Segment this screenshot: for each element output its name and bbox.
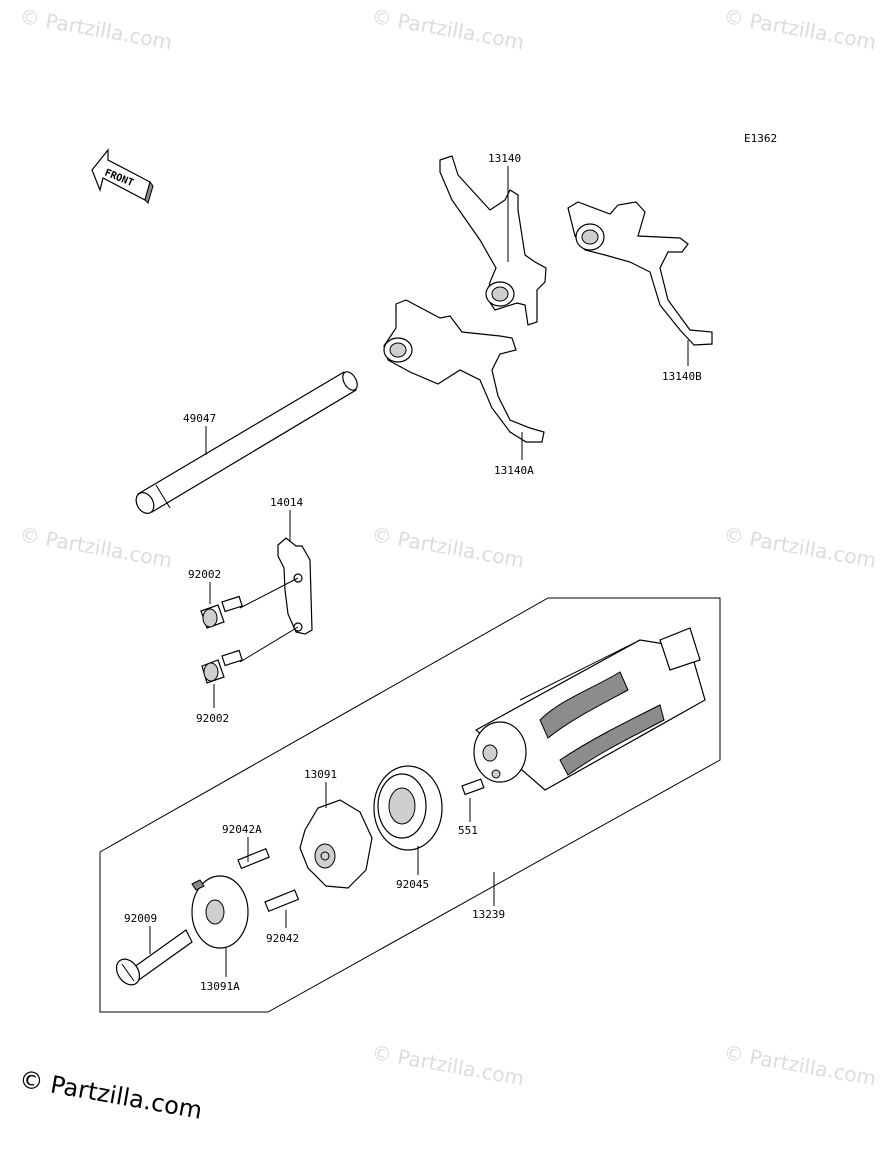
diagram-code: E1362 [744, 132, 777, 145]
shift-fork-13140[interactable] [439, 155, 547, 326]
plate-14014[interactable] [277, 537, 313, 635]
plate-13091A[interactable] [191, 875, 249, 949]
callout-551: 551 [458, 824, 478, 837]
leader-lines [149, 166, 689, 977]
screw-92009[interactable] [112, 929, 193, 989]
callout-13140B: 13140B [662, 370, 702, 383]
callout-49047: 49047 [183, 412, 216, 425]
callout-92045: 92045 [396, 878, 429, 891]
front-arrow-icon: FRONT [91, 148, 154, 204]
callout-92002-top: 92002 [188, 568, 221, 581]
callout-13140A: 13140A [494, 464, 534, 477]
shift-fork-13140B[interactable] [567, 201, 713, 346]
callout-14014: 14014 [270, 496, 303, 509]
bearing-92045[interactable] [373, 765, 443, 851]
callout-92009: 92009 [124, 912, 157, 925]
shift-fork-13140A[interactable] [383, 299, 545, 443]
pin-92042[interactable] [264, 889, 300, 913]
shift-rod-49047[interactable] [133, 369, 361, 516]
callout-13239: 13239 [472, 908, 505, 921]
callout-92002-bottom: 92002 [196, 712, 229, 725]
callout-13091A: 13091A [200, 980, 240, 993]
assembly-box [99, 597, 721, 1013]
bolt-92002-bottom[interactable] [201, 649, 243, 684]
callout-13140: 13140 [488, 152, 521, 165]
callout-92042A: 92042A [222, 823, 262, 836]
shift-drum-13239[interactable] [473, 627, 706, 791]
callout-92042: 92042 [266, 932, 299, 945]
cam-13091[interactable] [299, 799, 373, 889]
callout-13091: 13091 [304, 768, 337, 781]
pin-551[interactable] [461, 778, 485, 796]
pin-92042A[interactable] [237, 847, 270, 870]
bolt-92002-top[interactable] [200, 595, 243, 629]
